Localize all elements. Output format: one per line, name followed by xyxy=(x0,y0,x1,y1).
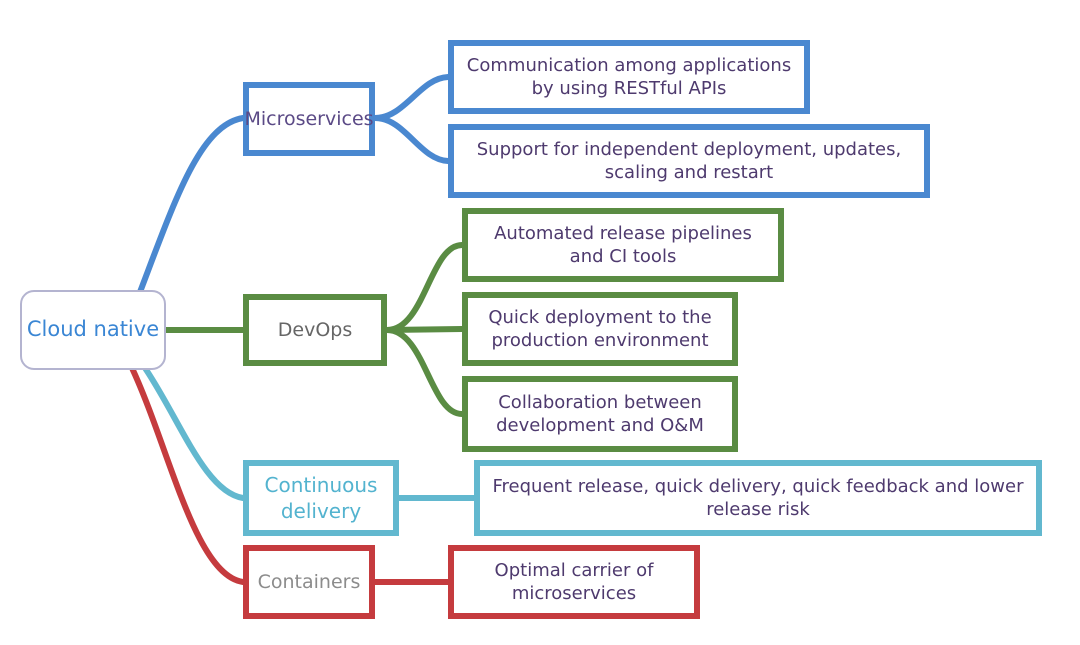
leaf-text: Communication among applications by usin… xyxy=(466,54,792,99)
branch-node-containers: Containers xyxy=(243,545,375,619)
leaf-text: Optimal carrier of microservices xyxy=(494,559,654,604)
leaf-text: Frequent release, quick delivery, quick … xyxy=(492,475,1024,520)
connector-devops-leaf-3 xyxy=(384,327,465,417)
leaf-text: Support for independent deployment, upda… xyxy=(476,138,902,183)
leaf-node-dev-om-collaboration: Collaboration between development and O&… xyxy=(462,376,738,452)
leaf-text: Automated release pipelines and CI tools xyxy=(494,222,752,267)
connector-root-microservices xyxy=(137,115,246,295)
leaf-node-restful-communication: Communication among applications by usin… xyxy=(448,40,810,114)
root-node-label: Cloud native xyxy=(26,317,160,342)
leaf-node-release-pipelines: Automated release pipelines and CI tools xyxy=(462,208,784,282)
leaf-node-quick-deployment: Quick deployment to the production envir… xyxy=(462,292,738,366)
branch-node-devops: DevOps xyxy=(243,294,387,366)
leaf-text: Quick deployment to the production envir… xyxy=(488,306,712,351)
branch-node-microservices: Microservices xyxy=(243,82,375,156)
branch-label-containers: Containers xyxy=(257,570,361,593)
connector-root-containers xyxy=(129,365,246,585)
leaf-text: Collaboration between development and O&… xyxy=(496,391,704,436)
branch-label-devops: DevOps xyxy=(277,318,353,341)
connector-microservices-leaf-1 xyxy=(372,74,451,121)
branch-label-microservices: Microservices xyxy=(244,107,374,130)
connector-devops-leaf-1 xyxy=(384,242,465,333)
branch-node-continuous-delivery: Continuous delivery xyxy=(243,460,399,536)
branch-label-continuous-delivery: Continuous delivery xyxy=(264,473,378,523)
leaf-node-optimal-carrier: Optimal carrier of microservices xyxy=(448,545,700,619)
connector-devops-leaf-2 xyxy=(384,326,465,333)
root-node-cloud-native: Cloud native xyxy=(20,290,166,370)
connector-root-continuous-delivery xyxy=(142,365,246,501)
connector-microservices-leaf-2 xyxy=(372,115,451,164)
leaf-node-frequent-release: Frequent release, quick delivery, quick … xyxy=(474,460,1042,536)
leaf-node-independent-deployment: Support for independent deployment, upda… xyxy=(448,124,930,198)
